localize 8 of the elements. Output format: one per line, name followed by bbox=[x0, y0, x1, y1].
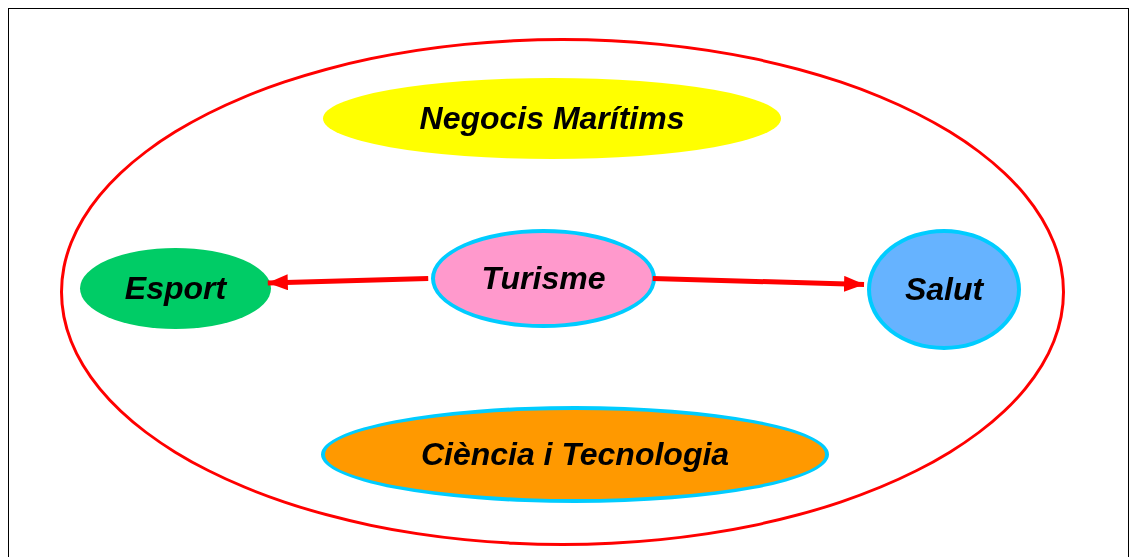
arrow bbox=[652, 275, 865, 292]
arrow bbox=[267, 274, 429, 291]
node-label: Esport bbox=[124, 270, 227, 307]
node-label: Negocis Marítims bbox=[419, 100, 685, 137]
node-label: Ciència i Tecnologia bbox=[420, 436, 730, 473]
oval-node bbox=[60, 38, 1065, 546]
node-label: Turisme bbox=[481, 260, 606, 297]
node-label: Salut bbox=[904, 271, 984, 308]
